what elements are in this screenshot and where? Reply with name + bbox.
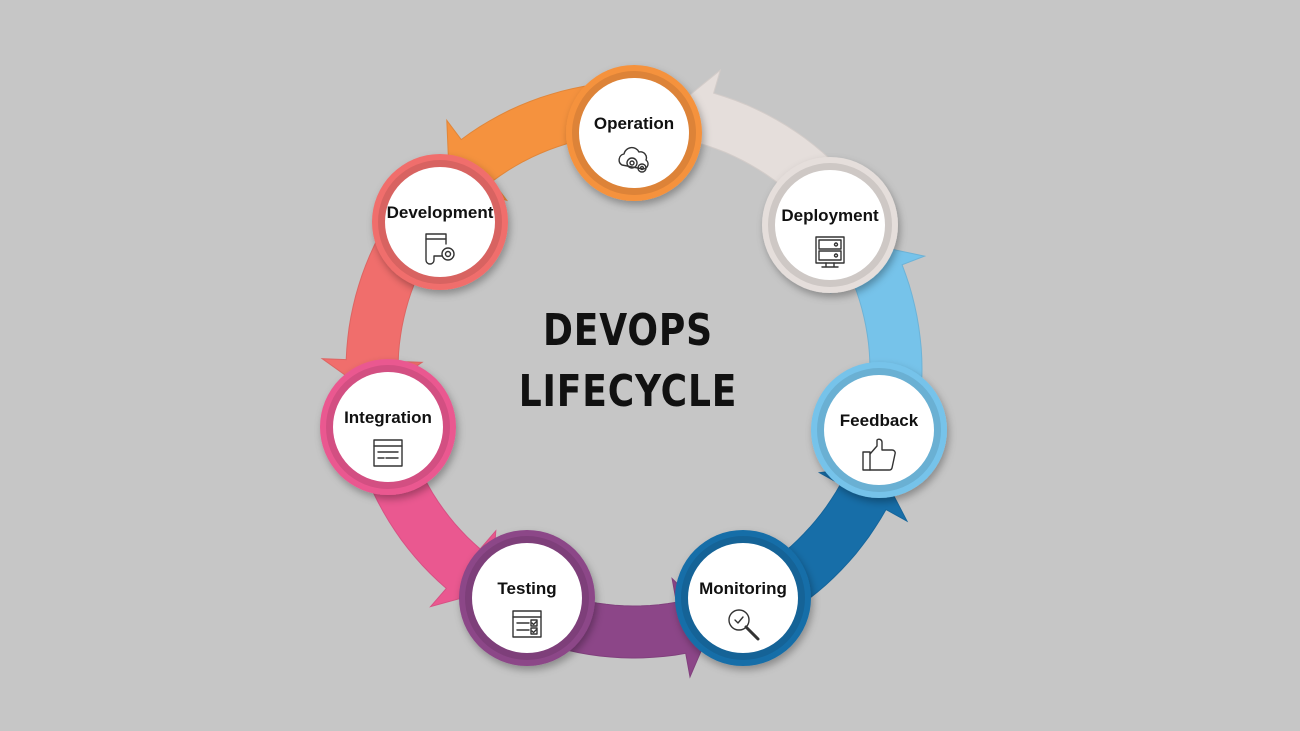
stage-node-testing: Testing xyxy=(459,530,595,666)
code-gear-icon xyxy=(425,233,455,265)
stage-label-integration: Integration xyxy=(344,408,432,427)
checklist-icon xyxy=(512,610,542,638)
node-face-testing xyxy=(472,543,582,653)
node-face-deployment xyxy=(775,170,885,280)
stage-node-monitoring: Monitoring xyxy=(675,530,811,666)
diagram-title-line-2: LIFECYCLE xyxy=(518,366,738,417)
stage-label-feedback: Feedback xyxy=(840,411,919,430)
stage-node-operation: Operation xyxy=(566,65,702,201)
stage-label-testing: Testing xyxy=(497,579,556,598)
node-face-operation xyxy=(579,78,689,188)
thumbs-up-icon xyxy=(862,438,896,471)
window-icon xyxy=(373,439,403,467)
stage-label-operation: Operation xyxy=(594,114,674,133)
stage-node-integration: Integration xyxy=(320,359,456,495)
node-face-integration xyxy=(333,372,443,482)
node-face-feedback xyxy=(824,375,934,485)
stage-node-deployment: Deployment xyxy=(762,157,898,293)
magnifier-icon xyxy=(728,609,760,641)
stage-node-feedback: Feedback xyxy=(811,362,947,498)
stage-label-development: Development xyxy=(387,203,494,222)
server-icon xyxy=(815,236,845,268)
gear-cloud-icon xyxy=(618,146,649,173)
stage-label-monitoring: Monitoring xyxy=(699,579,787,598)
stage-node-development: Development xyxy=(372,154,508,290)
node-face-monitoring xyxy=(688,543,798,653)
diagram-title-line-1: DEVOPS xyxy=(543,305,713,356)
stage-label-deployment: Deployment xyxy=(781,206,879,225)
node-face-development xyxy=(385,167,495,277)
